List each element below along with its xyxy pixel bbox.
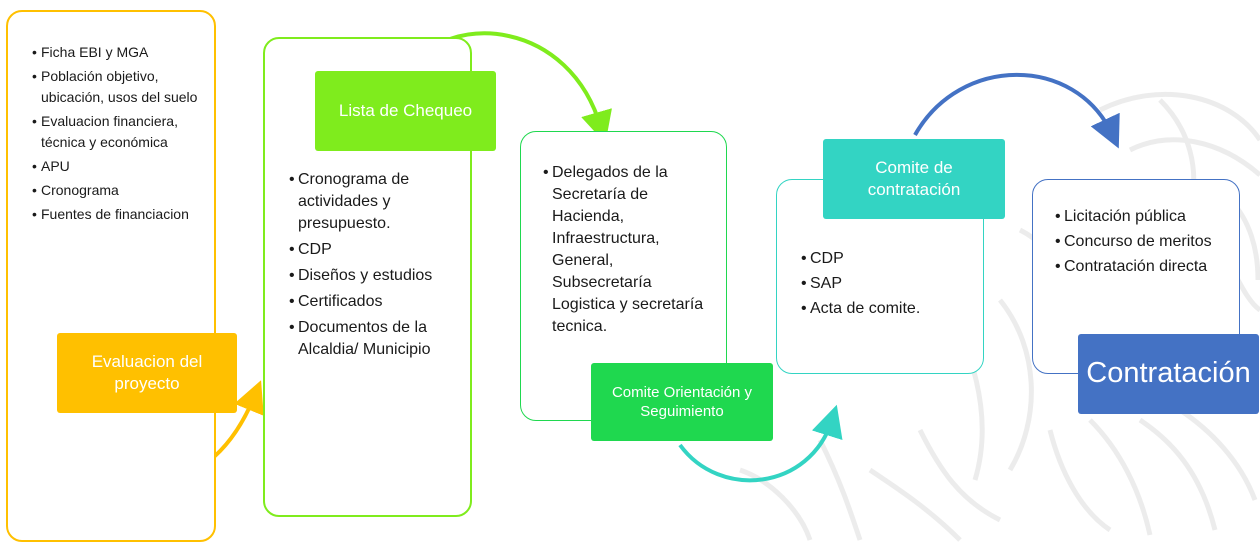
- list-item: Cronograma: [32, 180, 207, 201]
- stage-comite-orientacion-list: Delegados de la Secretaría de Hacienda, …: [543, 162, 715, 338]
- list-item: Población objetivo, ubicación, usos del …: [32, 66, 207, 108]
- list-item: CDP: [801, 248, 971, 270]
- stage-lista-label: Lista de Chequeo: [315, 71, 496, 151]
- stage-evaluacion-list: Ficha EBI y MGA Población objetivo, ubic…: [32, 42, 207, 225]
- list-item: Concurso de meritos: [1055, 231, 1225, 253]
- list-item: Ficha EBI y MGA: [32, 42, 207, 63]
- list-item: SAP: [801, 273, 971, 295]
- list-item: CDP: [289, 239, 469, 261]
- list-item: Fuentes de financiacion: [32, 204, 207, 225]
- stage-comite-contratacion-label: Comite de contratación: [823, 139, 1005, 219]
- stage-contratacion-label: Contratación: [1078, 334, 1259, 414]
- stage-comite-contratacion-list: CDP SAP Acta de comite.: [801, 248, 971, 320]
- stage-lista-list: Cronograma de actividades y presupuesto.…: [289, 169, 469, 361]
- stage-evaluacion-panel: Ficha EBI y MGA Población objetivo, ubic…: [6, 10, 216, 542]
- stage-evaluacion-label: Evaluacion del proyecto: [57, 333, 237, 413]
- list-item: Licitación pública: [1055, 206, 1225, 228]
- list-item: Evaluacion financiera, técnica y económi…: [32, 111, 207, 153]
- list-item: Cronograma de actividades y presupuesto.: [289, 169, 469, 235]
- list-item: Contratación directa: [1055, 256, 1225, 278]
- list-item: Documentos de la Alcaldia/ Municipio: [289, 317, 469, 361]
- list-item: Acta de comite.: [801, 298, 971, 320]
- stage-contratacion-list: Licitación pública Concurso de meritos C…: [1055, 206, 1225, 278]
- list-item: Delegados de la Secretaría de Hacienda, …: [543, 162, 715, 338]
- list-item: Diseños y estudios: [289, 265, 469, 287]
- stage-comite-orientacion-label: Comite Orientación y Seguimiento: [591, 363, 773, 441]
- list-item: APU: [32, 156, 207, 177]
- arrow-comite-orientacion-to-comite-contratacion: [678, 404, 843, 483]
- list-item: Certificados: [289, 291, 469, 313]
- arrow-comite-contratacion-to-contratacion: [913, 72, 1120, 149]
